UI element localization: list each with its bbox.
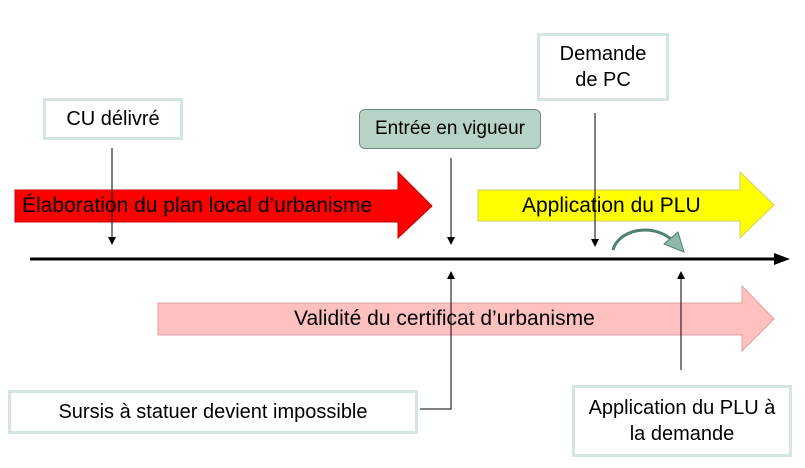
elaboration-arrow <box>14 170 433 240</box>
cu-delivre-box: CU délivré <box>43 98 183 140</box>
validite-label: Validité du certificat d’urbanisme <box>294 307 595 330</box>
application-demande-box: Application du PLU à la demande <box>572 385 792 457</box>
curved-arrowhead <box>663 231 685 253</box>
validite-arrow <box>157 284 775 353</box>
sursis-connector <box>420 271 455 410</box>
curved-arrow-icon <box>611 228 674 251</box>
application-label: Application du PLU <box>522 194 701 217</box>
entree-en-vigueur-box: Entrée en vigueur <box>359 109 541 149</box>
sursis-box: Sursis à statuer devient impossible <box>8 390 418 434</box>
application-arrow <box>477 170 775 240</box>
elaboration-label: Élaboration du plan local d’urbanisme <box>22 194 373 217</box>
demande-pc-box: Demande de PC <box>537 33 669 101</box>
timeline-arrowhead <box>774 253 790 265</box>
